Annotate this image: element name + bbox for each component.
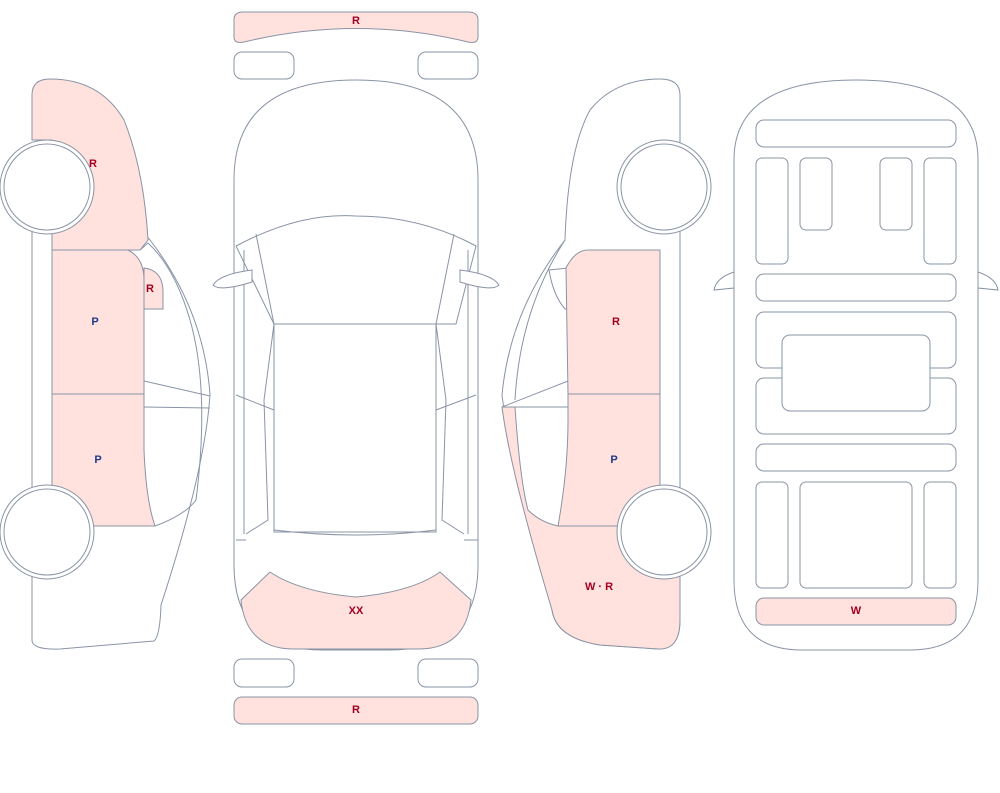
label-left-front-fender: R [89,158,97,170]
left-side-view: R R P P [0,78,211,650]
left-window-line [139,242,203,527]
front-inner-right-rail[interactable] [879,157,913,231]
left-front-wheel[interactable] [3,143,91,231]
rear-cross-member[interactable] [755,443,957,472]
rear-right-rail[interactable] [923,481,957,589]
label-front-bumper: R [352,15,360,27]
underbody-view: W [713,79,999,651]
trunk-floor[interactable] [755,597,957,626]
label-left-mirror: R [146,283,154,295]
left-side-mirror-top[interactable] [212,269,253,289]
left-headlight[interactable] [233,51,295,80]
underbody-left-flare [713,271,735,291]
right-rear-wheel[interactable] [620,488,708,576]
left-front-door[interactable] [51,249,145,395]
label-rear-bumper: R [352,704,360,716]
front-cross-member[interactable] [755,119,957,148]
spare-tire-well[interactable] [799,481,913,589]
label-rear-window: XX [349,605,364,617]
label-left-front-door: P [91,316,98,328]
right-rear-quarter[interactable] [501,406,681,650]
roof-panel[interactable] [273,323,437,533]
right-tail-light[interactable] [417,658,479,688]
rear-bumper[interactable] [233,696,479,725]
right-side-view: R P W · R [501,78,712,650]
rear-window[interactable] [240,571,472,650]
left-rear-wheel[interactable] [3,488,91,576]
body-inner-lines [235,233,478,541]
front-left-rail[interactable] [755,157,789,265]
label-right-front-door: R [612,316,620,328]
rear-left-rail[interactable] [755,481,789,589]
label-right-rear-quarter: W · R [585,581,613,593]
label-left-rear-door: P [94,454,101,466]
label-trunk-floor: W [851,605,862,617]
right-headlight[interactable] [417,51,479,80]
label-right-rear-door: P [610,454,617,466]
left-pillar-line [143,380,211,409]
dash-cross-member[interactable] [755,273,957,302]
left-tail-light[interactable] [233,658,295,688]
front-inner-left-rail[interactable] [799,157,833,231]
windshield[interactable] [235,215,477,325]
front-right-rail[interactable] [923,157,957,265]
right-front-wheel[interactable] [620,143,708,231]
underbody-right-flare [977,271,999,291]
right-side-mirror-top[interactable] [459,269,500,289]
floor-center-tunnel[interactable] [781,334,931,412]
left-mirror[interactable] [143,267,164,310]
front-bumper[interactable] [233,11,479,43]
top-view: R XX R [212,11,500,725]
right-pillar-line [501,380,569,408]
right-front-door[interactable] [565,249,661,395]
